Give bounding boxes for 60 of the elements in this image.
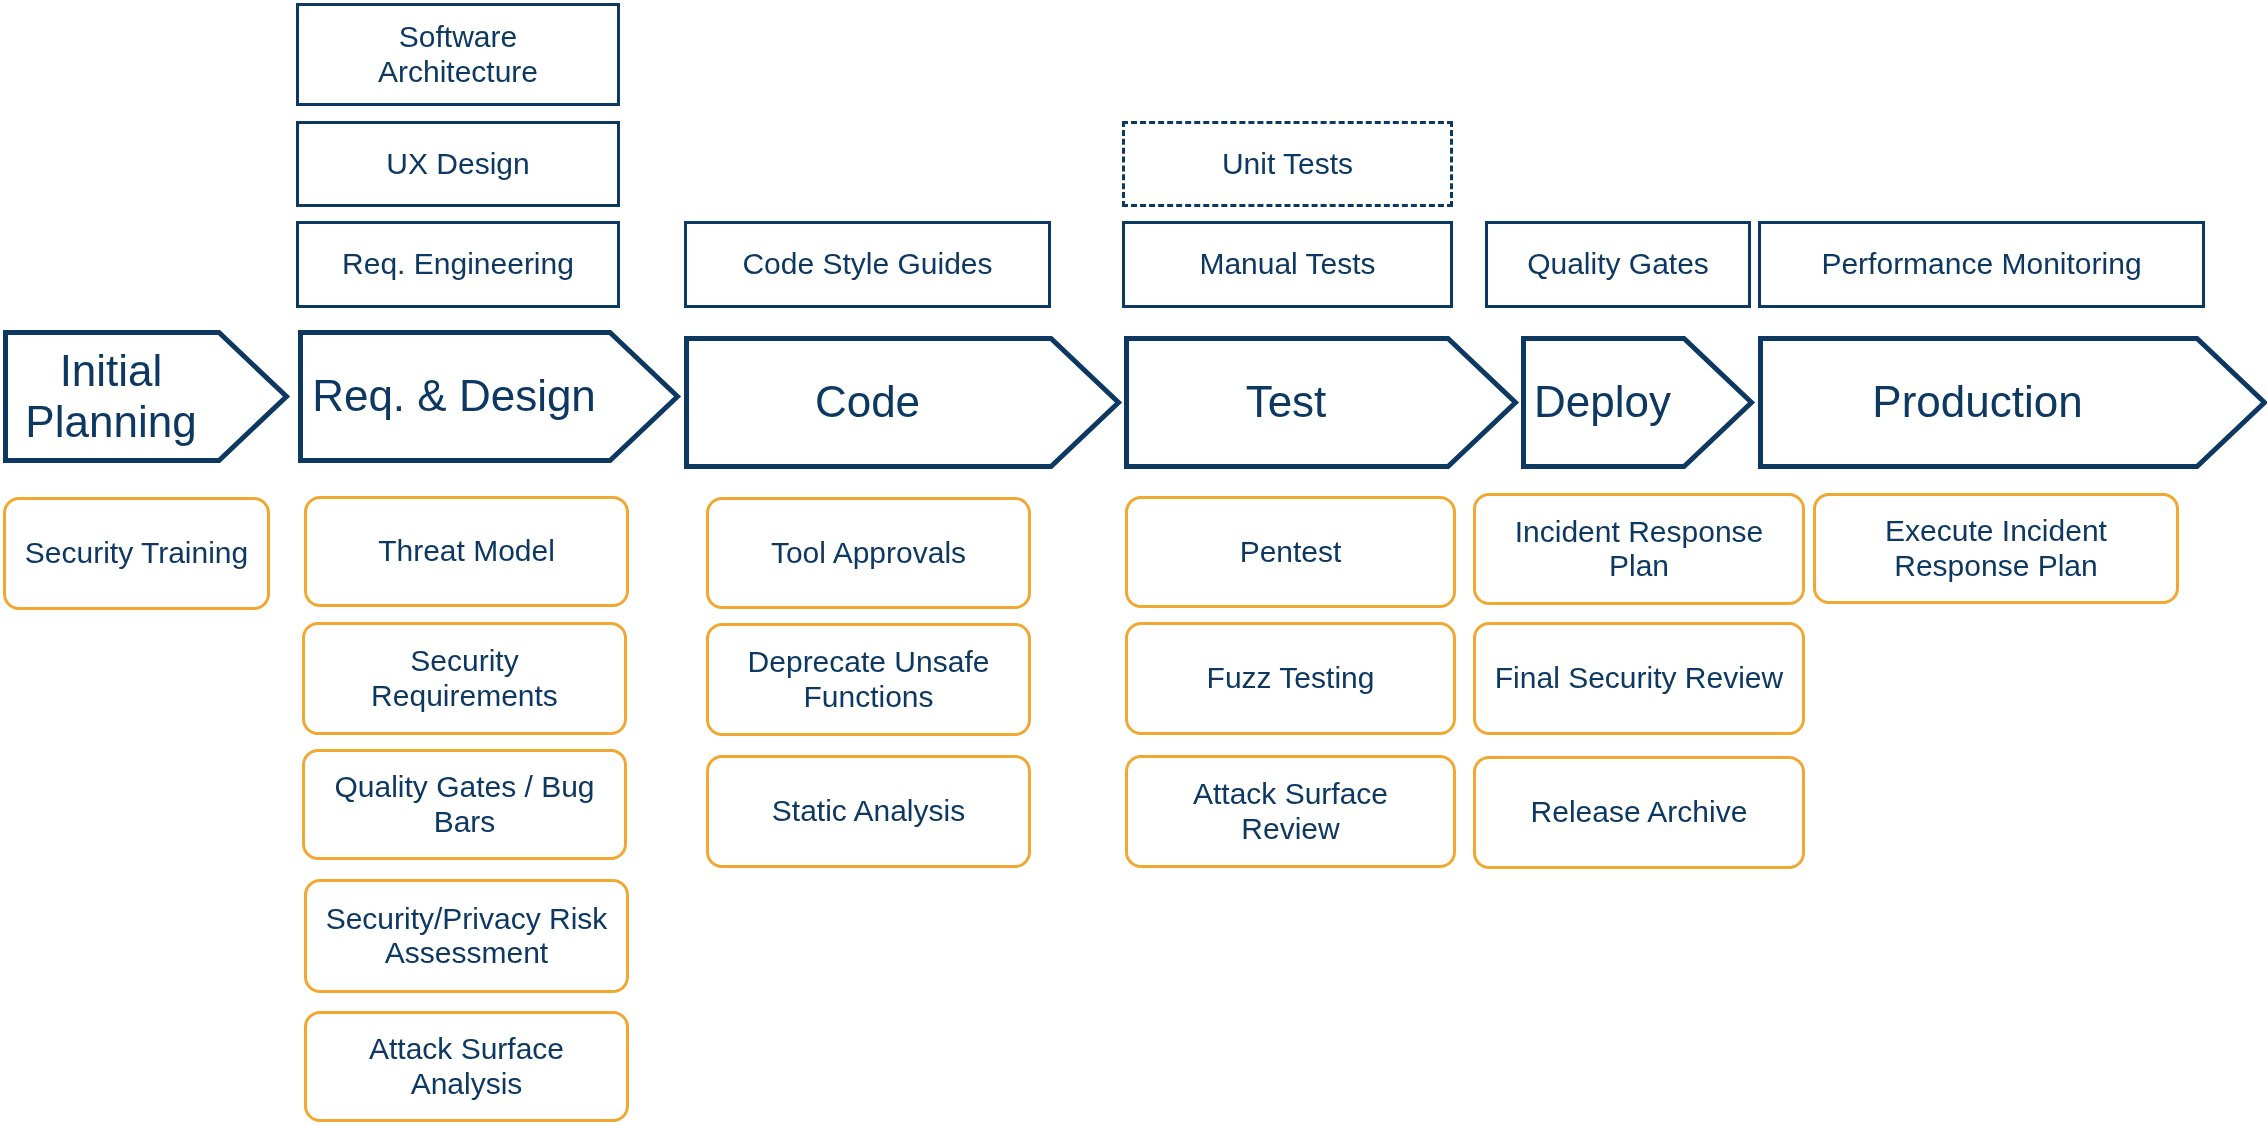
box-label: Security Requirements: [370, 644, 559, 713]
activity-box: [1122, 221, 1453, 308]
box-label: Security Training: [23, 536, 250, 571]
box-label: Final Security Review: [1493, 661, 1785, 696]
box-label: Software Architecture: [376, 20, 540, 89]
activity-box: [1485, 221, 1751, 308]
practice-box: [304, 1011, 629, 1122]
box-label: Threat Model: [377, 534, 556, 569]
box-label: Code Style Guides: [741, 247, 994, 282]
box-label: Security/Privacy Risk Assessment: [324, 901, 609, 971]
box-label: Manual Tests: [1198, 247, 1377, 282]
practice-box: [1125, 496, 1456, 608]
practice-box: [1125, 755, 1456, 868]
phase-banner: [3, 330, 289, 463]
box-label: UX Design: [385, 146, 531, 182]
activity-box: [684, 221, 1051, 308]
activity-box: [296, 3, 620, 106]
phase-label: Initial Planning: [24, 345, 198, 448]
practice-box: [706, 623, 1031, 736]
practice-box: [1125, 622, 1456, 735]
practice-box: [304, 496, 629, 607]
practice-box: [1473, 622, 1805, 735]
phase-banner: [1758, 336, 2267, 469]
practice-box: [302, 622, 627, 735]
box-label: Release Archive: [1529, 795, 1749, 830]
box-label: Tool Approvals: [769, 535, 968, 571]
phase-banner: [1124, 336, 1518, 469]
activity-box: [1122, 121, 1453, 207]
phase-banner: [298, 330, 680, 463]
box-label: Deprecate Unsafe Functions: [746, 645, 991, 714]
activity-box: [296, 121, 620, 207]
phase-label: Code: [814, 377, 921, 428]
activity-box: [296, 221, 620, 308]
phase-label: Deploy: [1534, 377, 1671, 428]
box-label: Quality Gates: [1526, 247, 1710, 282]
box-label: Performance Monitoring: [1820, 247, 2143, 282]
practice-box: [706, 755, 1031, 868]
box-label: Req. Engineering: [341, 247, 575, 282]
box-label: Execute Incident Response Plan: [1884, 514, 2108, 583]
box-label: Incident Response Plan: [1513, 514, 1765, 584]
practice-box: [1473, 493, 1805, 605]
phase-banner: [684, 336, 1121, 469]
practice-box: [304, 879, 629, 993]
practice-box: [302, 749, 627, 860]
box-label: Pentest: [1238, 534, 1343, 570]
box-label: Static Analysis: [770, 794, 967, 829]
box-label: Fuzz Testing: [1205, 661, 1376, 696]
phase-label: Req. & Design: [312, 371, 596, 422]
phase-label: Test: [1245, 377, 1327, 428]
box-label: Unit Tests: [1220, 146, 1355, 182]
box-label: Quality Gates / Bug Bars: [333, 770, 596, 839]
phase-banner: [1521, 336, 1754, 469]
phase-label: Production: [1872, 377, 2083, 428]
practice-box: [1813, 493, 2179, 604]
box-label: Attack Surface Analysis: [367, 1032, 566, 1101]
practice-box: [1473, 756, 1805, 869]
practice-box: [3, 497, 270, 610]
practice-box: [706, 497, 1031, 609]
activity-box: [1758, 221, 2205, 308]
box-label: Attack Surface Review: [1191, 777, 1390, 846]
